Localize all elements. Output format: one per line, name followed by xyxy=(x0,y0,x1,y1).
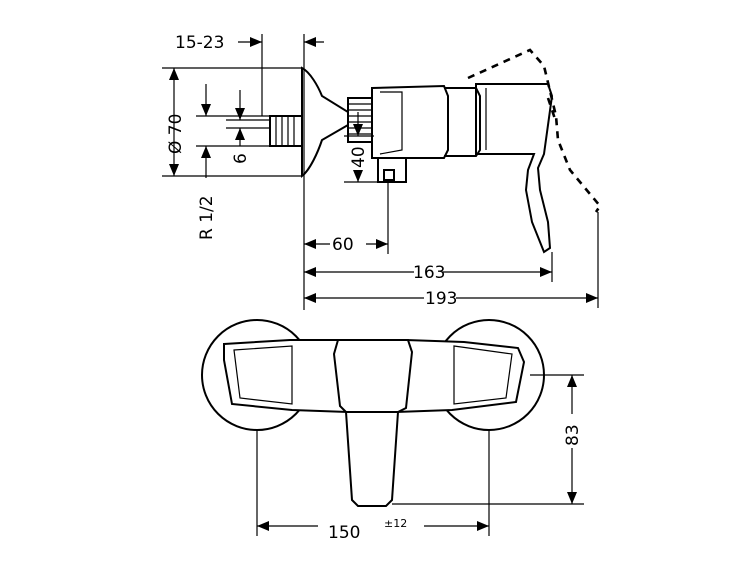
dim-150-label: 150 xyxy=(328,523,360,543)
side-view-cartridge xyxy=(444,87,481,157)
dim-15-23-label: 15-23 xyxy=(175,33,224,53)
dim-diameter-70-label: Ø 70 xyxy=(166,114,186,154)
front-view: 83 150 ±12 xyxy=(201,319,584,543)
dim-60: 60 xyxy=(304,235,388,255)
dim-diameter-70: Ø 70 xyxy=(166,68,186,176)
side-view-lever-alt-position-inner xyxy=(546,97,558,123)
side-view-body-shading xyxy=(379,91,403,155)
front-view-lever-hub xyxy=(332,339,414,413)
dim-40: 40 xyxy=(344,112,378,183)
dim-163: 163 xyxy=(304,263,552,283)
side-view-outlet xyxy=(377,157,407,183)
dim-r12-label: R 1/2 xyxy=(197,195,217,240)
dim-193-label: 193 xyxy=(425,289,457,309)
dim-r12: R 1/2 xyxy=(197,84,217,240)
side-view-outlet-nozzle xyxy=(383,169,395,181)
side-view-inlet-pipe xyxy=(269,115,303,147)
side-view-body xyxy=(371,84,449,159)
front-view-lever-handle xyxy=(344,411,400,507)
dim-193: 193 xyxy=(304,289,598,309)
front-view-body-panel-left xyxy=(233,345,293,405)
side-view-rosette xyxy=(301,66,349,179)
dim-6: 6 xyxy=(226,90,270,164)
side-view-lever-alt-position xyxy=(467,48,602,213)
dim-6-label: 6 xyxy=(231,153,251,164)
dim-60-label: 60 xyxy=(332,235,354,255)
dim-163-label: 163 xyxy=(413,263,445,283)
dim-83: 83 xyxy=(563,375,583,504)
dim-15-23: 15-23 xyxy=(175,33,324,53)
front-view-body-panel-right xyxy=(453,345,513,405)
side-view-inlet-thread xyxy=(275,116,295,146)
dim-150-tolerance: ±12 xyxy=(384,517,407,530)
side-view: 15-23 Ø 70 R 1/2 6 xyxy=(162,33,602,310)
side-view-lever xyxy=(475,83,554,254)
dim-40-label: 40 xyxy=(349,146,369,168)
dim-83-label: 83 xyxy=(563,424,583,446)
dim-150: 150 ±12 xyxy=(257,517,489,543)
